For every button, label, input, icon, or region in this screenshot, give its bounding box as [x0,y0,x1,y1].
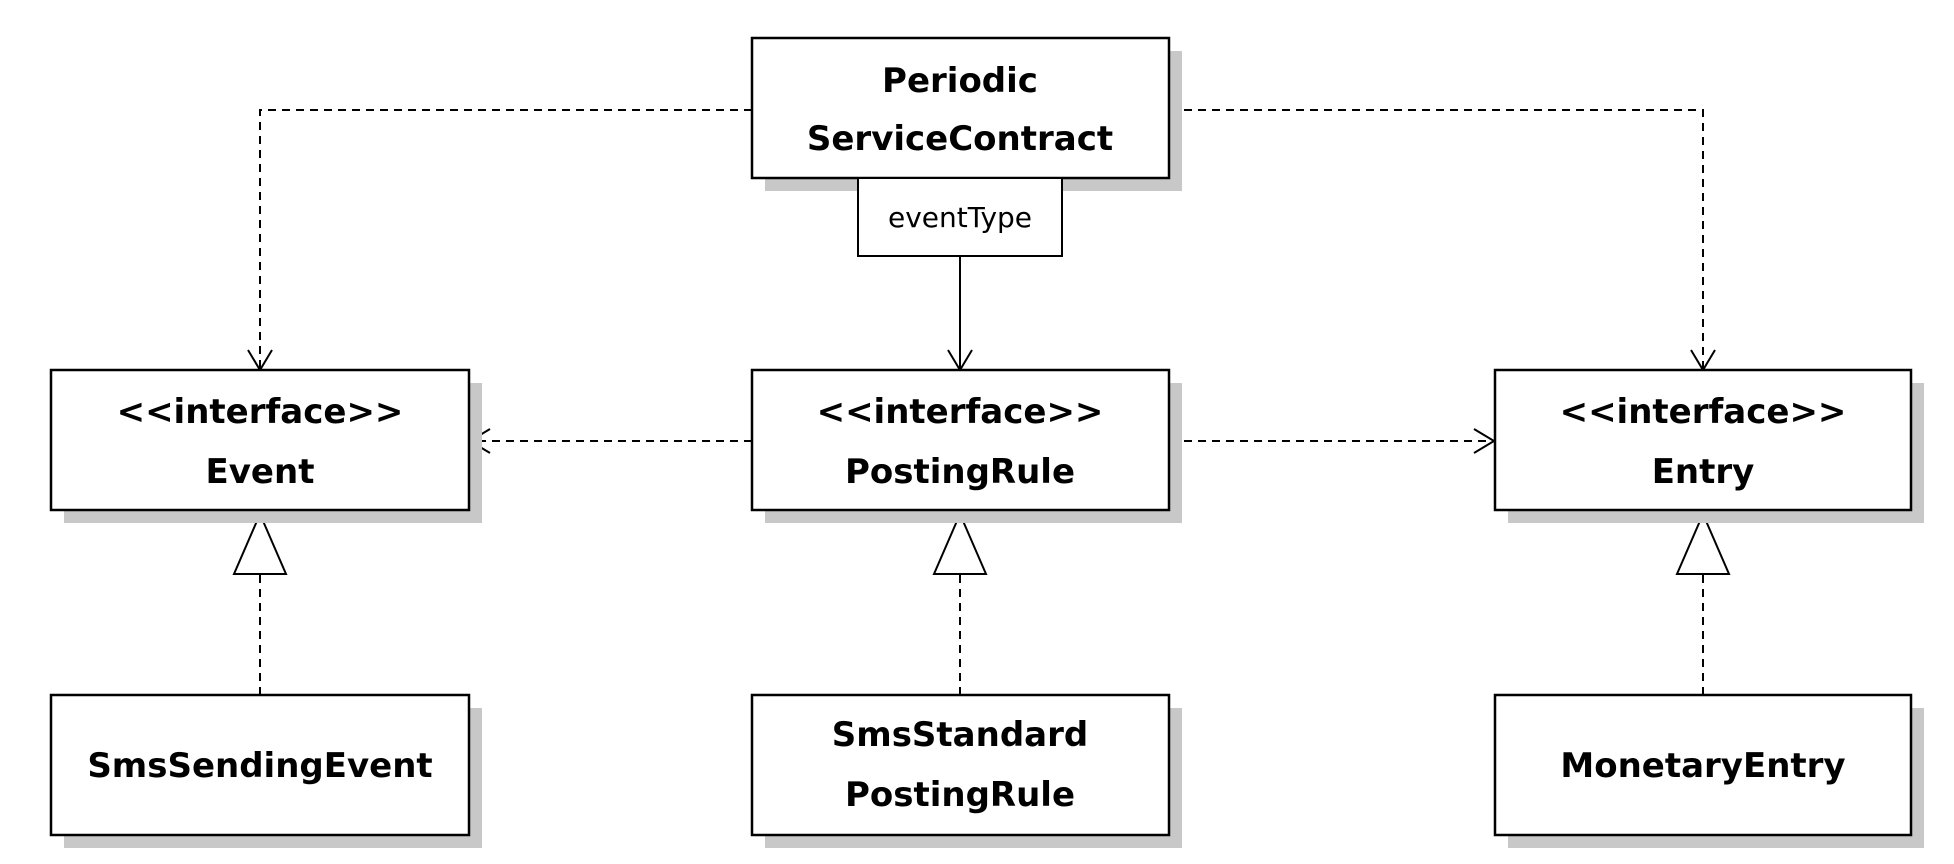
class-name-line1: SmsStandard [832,715,1088,755]
realization-smssendingevent-to-event [232,511,288,695]
class-monetary-entry[interactable]: MonetaryEntry [1493,693,1924,848]
interface-name: PostingRule [845,452,1075,492]
realization-smsstandardpostingrule-to-postingrule [932,511,988,695]
interface-name: Entry [1652,452,1755,492]
dependency-postingrule-to-entry [1170,428,1496,454]
stereotype-label: <<interface>> [817,392,1104,432]
stereotype-label: <<interface>> [1560,392,1847,432]
connectors [232,109,1731,695]
interface-entry[interactable]: <<interface>> Entry [1493,368,1924,523]
association-contract-to-postingrule [947,256,973,372]
dependency-contract-to-event [247,109,752,372]
class-name: MonetaryEntry [1560,746,1845,786]
class-sms-sending-event[interactable]: SmsSendingEvent [49,693,482,848]
dependency-contract-to-entry [1170,109,1716,372]
class-periodic-service-contract[interactable]: Periodic ServiceContract [750,36,1182,191]
qualifier-label: eventType [888,201,1032,234]
dependency-postingrule-to-event [468,428,752,454]
interface-name: Event [206,452,315,492]
interface-event[interactable]: <<interface>> Event [49,368,482,523]
class-name-line2: ServiceContract [807,119,1113,159]
stereotype-label: <<interface>> [117,392,404,432]
class-name: SmsSendingEvent [87,746,432,786]
realization-monetaryentry-to-entry [1675,511,1731,695]
qualifier-event-type[interactable]: eventType [857,177,1063,257]
class-sms-standard-posting-rule[interactable]: SmsStandard PostingRule [750,693,1182,848]
class-name-line2: PostingRule [845,775,1075,815]
class-name-line1: Periodic [882,61,1038,101]
interface-posting-rule[interactable]: <<interface>> PostingRule [750,368,1182,523]
